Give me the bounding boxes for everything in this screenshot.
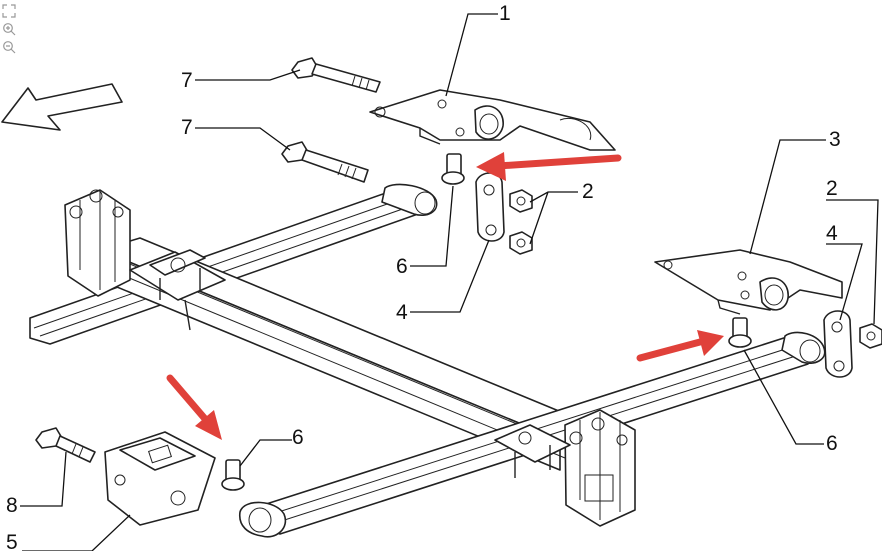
- zoom-in-icon[interactable]: [2, 22, 16, 36]
- callout-4-right: 4: [826, 222, 838, 245]
- callout-4-left: 4: [396, 301, 408, 324]
- callout-6-right: 6: [826, 432, 838, 455]
- bracket-part-3: [654, 249, 843, 315]
- direction-arrow-icon: [1, 83, 123, 131]
- bolt-part-6-upper: [441, 153, 465, 185]
- bolt-part-7-upper: [291, 57, 381, 93]
- callout-6-upper: 6: [396, 255, 408, 278]
- left-hanger: [64, 189, 226, 331]
- link-plate-part-4-right: [823, 310, 853, 378]
- callout-2-upper: 2: [582, 180, 594, 203]
- bolt-part-6-left: [221, 459, 245, 491]
- bolt-part-6-right: [728, 317, 752, 348]
- right-hanger: [494, 409, 636, 527]
- highlight-arrow-upper: [476, 152, 622, 181]
- nut-part-2-lower: [509, 231, 533, 255]
- left-leaf-spring: [29, 183, 438, 345]
- callout-labels: 1 7 7 2 6 4 3 2 4 6 6 8 5: [6, 2, 841, 551]
- callout-7-lower: 7: [181, 116, 193, 139]
- link-plate-part-4-left: [475, 172, 505, 242]
- callout-2-right: 2: [826, 177, 838, 200]
- bracket-part-1: [369, 89, 616, 151]
- callout-6-left: 6: [292, 426, 304, 449]
- nut-part-2-upper: [509, 189, 533, 213]
- viewer-toolbar: [2, 4, 18, 58]
- zoom-out-icon[interactable]: [2, 40, 16, 54]
- nut-part-2-right: [859, 323, 882, 349]
- callout-7-upper: 7: [181, 69, 193, 92]
- callout-1: 1: [499, 2, 511, 25]
- fit-screen-icon[interactable]: [2, 4, 16, 18]
- highlight-arrow-left: [166, 374, 222, 440]
- bolt-part-7-lower: [281, 141, 369, 183]
- leader-lines: [20, 13, 879, 551]
- highlight-arrow-right: [636, 330, 724, 362]
- bolt-part-8: [35, 427, 96, 463]
- mount-part-5: [104, 431, 216, 526]
- callout-5: 5: [6, 531, 18, 551]
- callout-8: 8: [6, 494, 18, 517]
- callout-3: 3: [829, 128, 841, 151]
